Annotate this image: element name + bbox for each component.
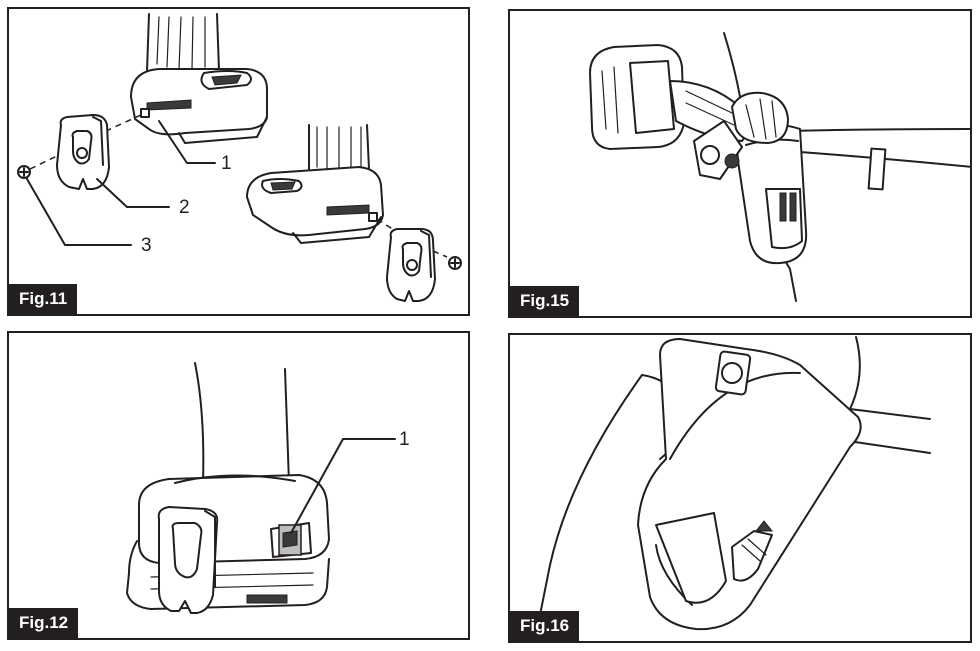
- leader-2: [96, 178, 170, 208]
- screw-left: [17, 154, 60, 179]
- leader-1: [158, 120, 216, 164]
- figure-label: Fig.16: [510, 611, 580, 641]
- figure-panel-fig16: Fig.16: [508, 333, 972, 643]
- tool-handle: [194, 362, 205, 484]
- leader-3: [26, 178, 132, 246]
- belt: [849, 408, 931, 420]
- fig12-illustration: [126, 362, 396, 614]
- belt-hook-right: [386, 228, 436, 302]
- fig15-illustration: [589, 32, 970, 302]
- belt-hook-left: [56, 114, 110, 190]
- leg-outline: [533, 374, 643, 641]
- belt-hook: [157, 506, 219, 614]
- belt: [785, 128, 970, 132]
- alignment-dash-left: [96, 114, 142, 136]
- figure-label: Fig.12: [9, 608, 79, 638]
- bit-holder: [270, 522, 312, 558]
- callout-1: 1: [399, 429, 410, 450]
- tool-body-right: [246, 124, 384, 244]
- figure-label: Fig.15: [510, 286, 580, 316]
- fig11-illustration: [17, 13, 462, 302]
- figure-panel-fig12: 1 Fig.12: [7, 331, 470, 640]
- fig16-illustration: [533, 336, 931, 641]
- tool-body-left: [130, 13, 268, 144]
- drill-body: [589, 44, 789, 180]
- callout-2: 2: [179, 197, 190, 218]
- callout-3: 3: [141, 235, 152, 256]
- screw-right: [432, 250, 462, 270]
- callout-1: 1: [221, 153, 232, 174]
- holster: [637, 338, 862, 631]
- figure-panel-fig11: 1 2 3 Fig.11: [7, 7, 470, 316]
- holster: [735, 123, 808, 265]
- figure-panel-fig15: Fig.15: [508, 9, 972, 318]
- bit-set: [731, 520, 774, 582]
- leader-1: [290, 438, 396, 534]
- figure-label: Fig.11: [9, 284, 78, 314]
